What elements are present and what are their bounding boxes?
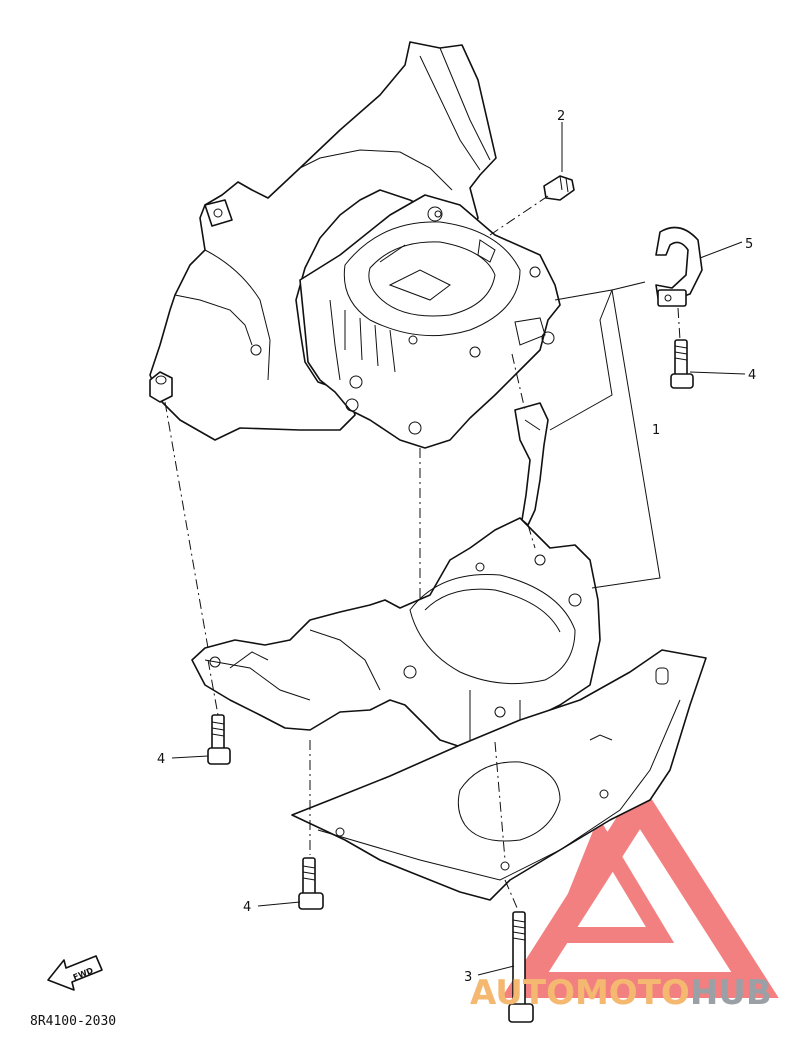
watermark-word-orange: AUTOMOTO [470,973,690,1013]
callout-4-left: 4 [157,752,165,767]
part-1-bracket [549,281,661,589]
lower-crankcase [191,517,601,751]
part-4-bolt-right [670,339,694,389]
watermark-logo [501,780,779,998]
callout-2: 2 [557,109,565,124]
watermark-text: AUTOMOTOHUB [470,973,772,1013]
leader-lines [171,122,746,976]
callout-4-right: 4 [748,368,756,383]
watermark-inner-mark [548,817,675,943]
callout-3: 3 [464,970,472,985]
callout-4-lower: 4 [243,900,251,915]
fwd-arrow: FWD [47,955,103,991]
alignment-lines [164,353,536,911]
upper-crankcase [149,41,561,449]
skid-plate [291,649,707,901]
part-4-bolt-lower [298,857,324,910]
part-5-clamp [655,226,703,307]
callout-5: 5 [745,237,753,252]
callout-1: 1 [652,423,660,438]
part-2-plug [543,175,575,201]
bracket-piece [514,402,549,526]
part-3-long-bolt [508,911,534,1023]
diagram-code: 8R4100-2030 [30,1014,116,1029]
part-4-bolt-left [207,714,231,765]
watermark-word-gray: HUB [690,973,772,1013]
